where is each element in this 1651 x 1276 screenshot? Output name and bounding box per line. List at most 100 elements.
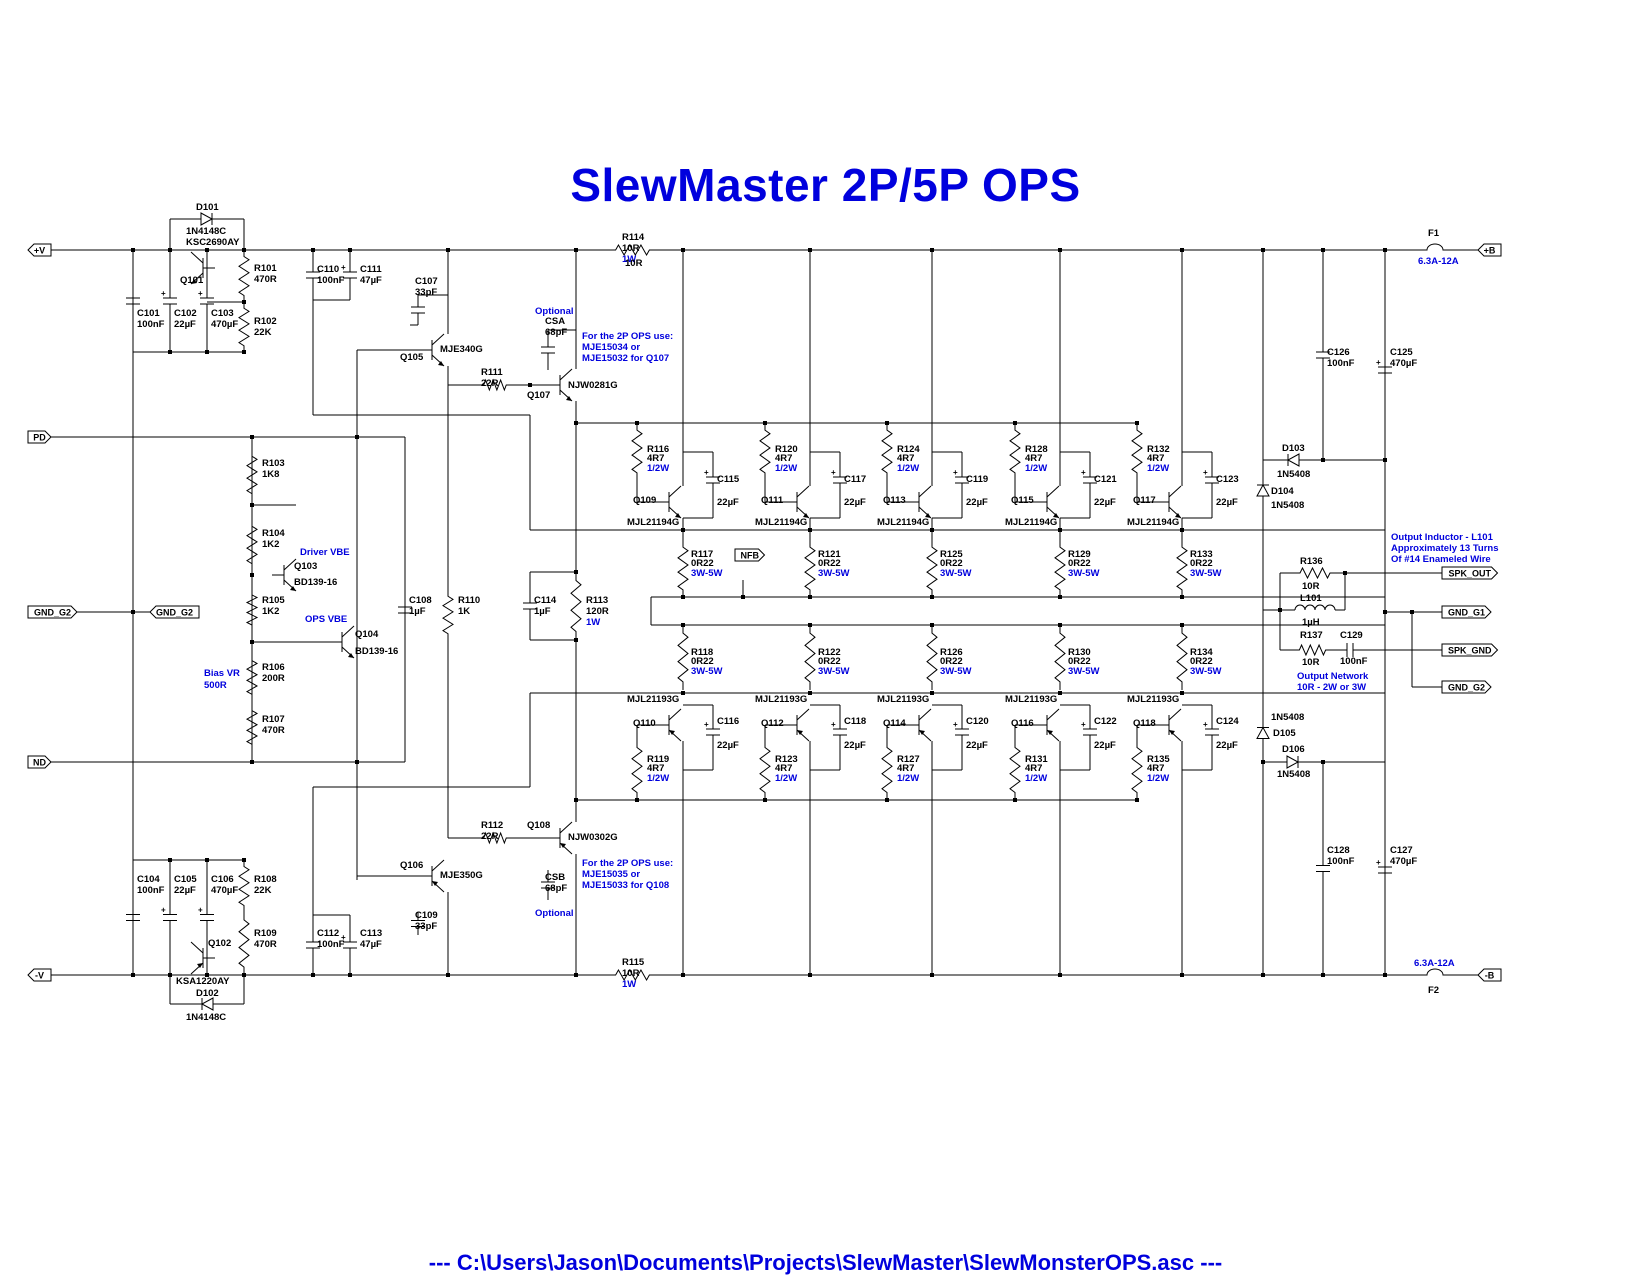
junction-dot bbox=[1383, 610, 1387, 614]
q115-collector bbox=[1046, 485, 1060, 498]
stage-c120-value: 22µF bbox=[966, 740, 988, 751]
q112-collector bbox=[796, 708, 810, 721]
stage-r125-ref: R125 bbox=[940, 549, 963, 560]
d103-body bbox=[1286, 453, 1300, 467]
stage-c117-value: 22µF bbox=[844, 497, 866, 508]
l101-value: 1µH bbox=[1302, 617, 1320, 628]
stage-r129-ref: R129 bbox=[1068, 549, 1091, 560]
stage-c115-ref: C115 bbox=[717, 474, 740, 485]
r114-power: 1W bbox=[622, 254, 636, 265]
stage-r127-power: 1/2W bbox=[897, 773, 919, 784]
c127-polarity: + bbox=[1376, 858, 1381, 867]
stage-q112-ref: Q112 bbox=[761, 718, 784, 729]
d102-body bbox=[200, 997, 214, 1011]
c126-value: 100nF bbox=[1327, 358, 1355, 369]
r107-resistor bbox=[245, 705, 259, 750]
f2-fuse bbox=[1415, 968, 1455, 976]
q118-collector bbox=[1168, 708, 1182, 721]
port-gnd-g2-right bbox=[1441, 680, 1492, 694]
d106-value: 1N5408 bbox=[1277, 769, 1310, 780]
page-title: SlewMaster 2P/5P OPS bbox=[570, 159, 1081, 211]
r114-value: 10R bbox=[622, 243, 640, 254]
r129-resistor bbox=[1054, 540, 1066, 597]
c102-value: 22µF bbox=[174, 319, 196, 330]
stage-q109-ref: Q109 bbox=[633, 495, 656, 506]
q109-collector bbox=[668, 485, 682, 498]
q108-sub-note: MJE15035 or bbox=[582, 869, 640, 880]
stage-r118-value: 0R22 bbox=[691, 656, 714, 667]
f2-value: 6.3A-12A bbox=[1414, 958, 1455, 969]
r107-value: 470R bbox=[262, 725, 285, 736]
stage-c116-ref: C116 bbox=[717, 716, 739, 727]
stage-r124-ref: R124 bbox=[897, 444, 920, 455]
q108-value: NJW0302G bbox=[568, 832, 618, 843]
d103-value: 1N5408 bbox=[1277, 469, 1310, 480]
c123-polarity: + bbox=[1203, 468, 1208, 477]
junction-dot bbox=[930, 691, 934, 695]
stage-r121-power: 3W-5W bbox=[818, 568, 850, 579]
inductor-note: Of #14 Enameled Wire bbox=[1391, 554, 1491, 565]
q106-collector bbox=[431, 859, 445, 872]
stage-r132-power: 1/2W bbox=[1147, 463, 1169, 474]
c119-polarity: + bbox=[953, 468, 958, 477]
port-spk-gnd bbox=[1441, 643, 1499, 657]
r120-resistor bbox=[759, 423, 771, 480]
c128-ref: C128 bbox=[1327, 845, 1350, 856]
stage-q117-value: MJL21194G bbox=[1127, 517, 1179, 528]
c112-value: 100nF bbox=[317, 939, 345, 950]
stage-q114-ref: Q114 bbox=[883, 718, 906, 729]
csa-ref: CSA bbox=[545, 316, 565, 327]
junction-dot bbox=[528, 383, 532, 387]
c109-ref: C109 bbox=[415, 910, 438, 921]
stage-q113-value: MJL21194G bbox=[877, 517, 929, 528]
c103-polarity: + bbox=[198, 289, 203, 298]
l101-ref: L101 bbox=[1300, 593, 1322, 604]
r115-power: 1W bbox=[622, 979, 636, 990]
port-vplus bbox=[27, 243, 52, 257]
stage-r123-ref: R123 bbox=[775, 754, 798, 765]
d104-ref: D104 bbox=[1271, 486, 1294, 497]
r110-value: 1K bbox=[458, 606, 470, 617]
csb-ref: CSB bbox=[545, 872, 565, 883]
r115-value: 10R bbox=[622, 968, 640, 979]
stage-r120-ref: R120 bbox=[775, 444, 798, 455]
stage-r121-value: 0R22 bbox=[818, 558, 841, 569]
r109-resistor bbox=[238, 912, 250, 975]
d103-ref: D103 bbox=[1282, 443, 1305, 454]
stage-c119-value: 22µF bbox=[966, 497, 988, 508]
r115-ref: R115 bbox=[622, 957, 645, 968]
c129-value: 100nF bbox=[1340, 656, 1368, 667]
stage-r135-value: 4R7 bbox=[1147, 763, 1164, 774]
c110-ref: C110 bbox=[317, 264, 339, 275]
c121-polarity: + bbox=[1081, 468, 1086, 477]
q108-sub-note: For the 2P OPS use: bbox=[582, 858, 673, 869]
stage-r130-ref: R130 bbox=[1068, 647, 1091, 658]
junction-dot bbox=[1058, 248, 1062, 252]
q102-ref: Q102 bbox=[208, 938, 231, 949]
r106-note: Bias VR bbox=[204, 668, 240, 679]
stage-r124-power: 1/2W bbox=[897, 463, 919, 474]
r114-value-b: 10R bbox=[625, 258, 643, 269]
c101-value: 100nF bbox=[137, 319, 165, 330]
r105-resistor bbox=[245, 590, 259, 630]
r127-resistor bbox=[881, 740, 893, 800]
stage-c123-ref: C123 bbox=[1216, 474, 1239, 485]
d104-body bbox=[1256, 483, 1270, 497]
stage-r117-value: 0R22 bbox=[691, 558, 714, 569]
q103-value: BD139-16 bbox=[294, 577, 337, 588]
r104-value: 1K2 bbox=[262, 539, 279, 550]
stage-q111-ref: Q111 bbox=[761, 495, 784, 506]
stage-q112-value: MJL21193G bbox=[755, 694, 807, 705]
r116-resistor bbox=[631, 423, 643, 480]
c102-polarity: + bbox=[161, 289, 166, 298]
junction-dot bbox=[1383, 248, 1387, 252]
junction-dot bbox=[250, 640, 254, 644]
r112-ref: R112 bbox=[481, 820, 503, 831]
r123-resistor bbox=[759, 740, 771, 800]
d102-value: 1N4148C bbox=[186, 1012, 226, 1023]
q103-note: Driver VBE bbox=[300, 547, 350, 558]
c122-polarity: + bbox=[1081, 720, 1086, 729]
stage-r124-value: 4R7 bbox=[897, 453, 914, 464]
port-bplus-label: +B bbox=[1484, 246, 1496, 256]
r106-note2: 500R bbox=[204, 680, 227, 691]
